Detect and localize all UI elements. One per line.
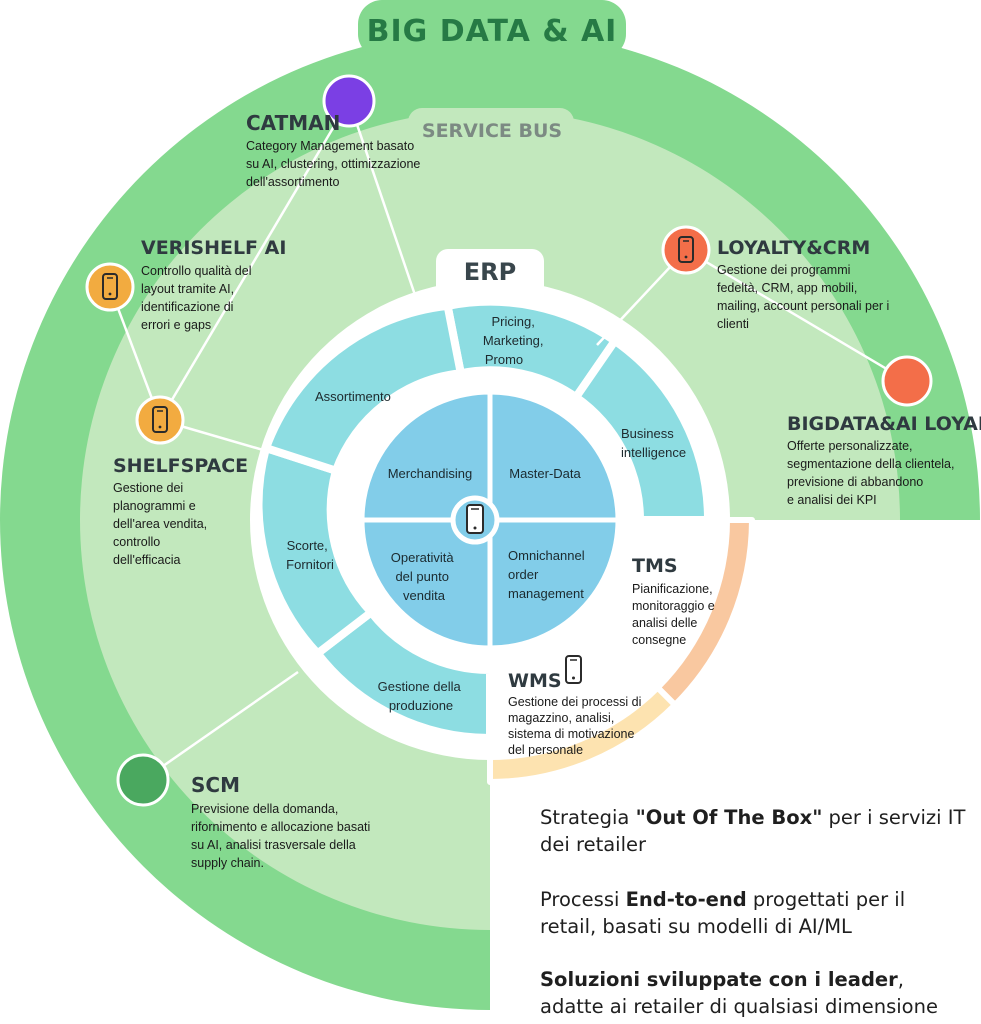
erp-sector-scorte-label: Scorte, Fornitori bbox=[286, 538, 334, 572]
scm-title: SCM bbox=[191, 773, 240, 797]
center-merchandising[interactable] bbox=[359, 389, 493, 523]
loyalty-crm-desc: Gestione dei programmi fedeltà, CRM, app… bbox=[717, 263, 893, 331]
statement-post: , adatte ai retailer di qualsiasi dimens… bbox=[540, 968, 938, 1018]
center-merchandising-label: Merchandising bbox=[388, 466, 473, 481]
erp-sector-assortimento-label: Assortimento bbox=[315, 389, 391, 404]
statement-leader: Soluzioni sviluppate con i leader, adatt… bbox=[540, 966, 970, 1020]
loyalty-crm-dot[interactable] bbox=[661, 225, 711, 275]
verishelf-title: VERISHELF AI bbox=[141, 237, 286, 259]
statement-post: per i servizi IT dei retailer bbox=[540, 806, 966, 856]
wms-desc: Gestione dei processi di magazzino, anal… bbox=[508, 695, 645, 757]
shelfspace-title: SHELFSPACE bbox=[113, 455, 248, 477]
erp-sector-gestione-label: Gestione della produzione bbox=[378, 679, 465, 713]
tms-title: TMS bbox=[632, 555, 678, 577]
phone-icon bbox=[102, 273, 118, 300]
center-omnichannel-label: Omnichannel order management bbox=[508, 548, 588, 601]
center-master-data-label: Master-Data bbox=[509, 466, 581, 481]
wms-phone-icon bbox=[565, 655, 582, 684]
verishelf-dot[interactable] bbox=[85, 262, 135, 312]
center-operativita-label: Operatività del punto vendita bbox=[391, 550, 458, 603]
erp-sector-bi-label: Business intelligence bbox=[621, 426, 686, 460]
wms-title: WMS bbox=[508, 670, 562, 692]
statement-post: progettati per il retail, basati su mode… bbox=[540, 888, 906, 938]
bigdata-loyalty-desc: Offerte personalizzate, segmentazione de… bbox=[787, 439, 958, 507]
scm-dot[interactable] bbox=[116, 753, 170, 807]
shelfspace-desc: Gestione dei planogrammi e dell'area ven… bbox=[113, 481, 211, 567]
statement-end-to-end: Processi End-to-end progettati per il re… bbox=[540, 886, 920, 940]
center-operativita[interactable] bbox=[359, 517, 493, 651]
bigdata-loyalty-dot[interactable] bbox=[881, 355, 933, 407]
erp-sector-bi[interactable] bbox=[572, 336, 713, 524]
catman-title: CATMAN bbox=[246, 111, 340, 135]
erp-sector-pricing-label: Pricing, Marketing, Promo bbox=[483, 314, 547, 367]
statement-pre: Strategia bbox=[540, 806, 636, 829]
statement-pre: Processi bbox=[540, 888, 626, 911]
statement-bold: "Out Of The Box" bbox=[635, 806, 823, 829]
statement-bold: End-to-end bbox=[625, 888, 747, 911]
shelfspace-dot[interactable] bbox=[135, 395, 185, 445]
service-bus-label: SERVICE BUS bbox=[422, 120, 562, 142]
erp-label: ERP bbox=[464, 258, 516, 286]
big-data-ai-header-tab bbox=[358, 0, 626, 58]
statement-bold: Soluzioni sviluppate con i leader bbox=[540, 968, 898, 991]
center-phone-icon bbox=[466, 504, 484, 534]
phone-icon bbox=[152, 406, 168, 433]
verishelf-desc: Controllo qualità del layout tramite AI,… bbox=[141, 264, 255, 332]
scm-desc: Previsione della domanda, rifornimento e… bbox=[191, 802, 374, 870]
catman-desc: Category Management basato su AI, cluste… bbox=[246, 139, 424, 189]
center-omnichannel[interactable] bbox=[487, 517, 621, 651]
big-data-ai-title: BIG DATA & AI bbox=[367, 14, 618, 49]
phone-icon bbox=[678, 236, 694, 263]
catman-dot[interactable] bbox=[322, 74, 376, 128]
loyalty-crm-title: LOYALTY&CRM bbox=[717, 237, 870, 259]
erp-tab bbox=[436, 249, 544, 301]
center-master-data[interactable] bbox=[487, 389, 621, 523]
bigdata-loyalty-title: BIGDATA&AI LOYALTY bbox=[787, 413, 981, 435]
erp-sector-assortimento[interactable] bbox=[262, 301, 465, 475]
statement-out-of-the-box: Strategia "Out Of The Box" per i servizi… bbox=[540, 804, 970, 858]
tms-desc: Pianificazione, monitoraggio e analisi d… bbox=[632, 582, 718, 647]
service-bus-tab bbox=[408, 108, 574, 150]
